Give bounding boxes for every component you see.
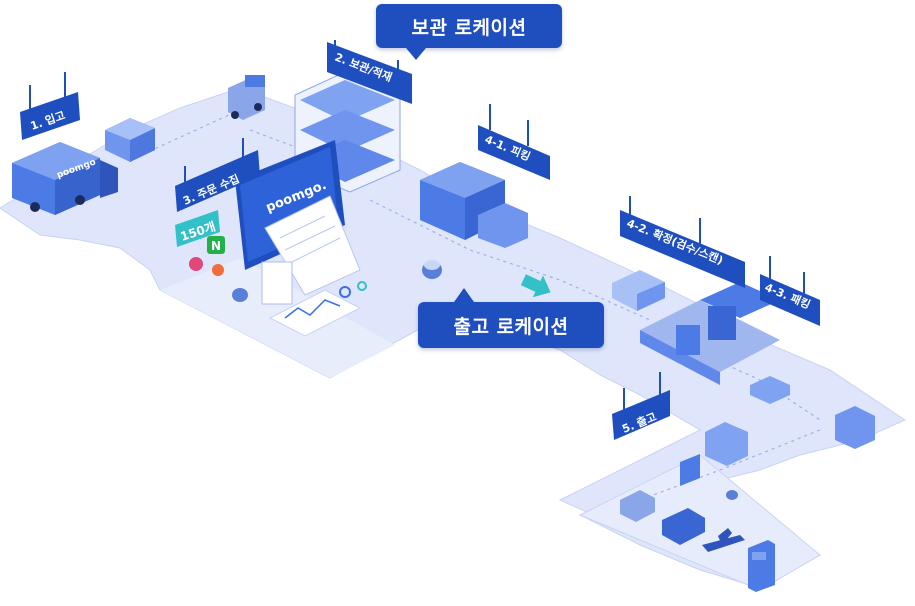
order-monitor: poomgo.	[235, 140, 361, 305]
inbound-sign: 1. 입고	[20, 72, 80, 140]
inbound-truck: poomgo	[12, 142, 118, 215]
storage-location-text: 보관 로케이션	[411, 16, 527, 39]
channel-badge: N	[211, 239, 221, 253]
robot-icon	[232, 260, 442, 302]
forklift-icon	[228, 75, 265, 120]
shipping-boxes	[680, 422, 748, 486]
callout-tail	[406, 48, 426, 60]
truck-icon	[620, 490, 705, 545]
picking-sign: 4-1. 피킹	[478, 104, 550, 180]
outbound-location-callout: 출고 로케이션	[418, 288, 604, 348]
packing-sign: 4-3. 패킹	[760, 256, 820, 326]
robot-icon	[726, 490, 738, 500]
callout-tail	[454, 288, 474, 302]
confirm-boxes	[612, 270, 665, 311]
order-channels: 150개 N	[175, 210, 225, 276]
outbound-location-text: 출고 로케이션	[453, 315, 569, 338]
inbound-pallet	[105, 118, 155, 162]
analytics-panel	[268, 281, 367, 337]
arrow-icon	[520, 274, 551, 298]
airplane-icon	[702, 528, 745, 552]
packing-boxes	[750, 376, 875, 449]
parcel-locker	[748, 540, 775, 592]
picking-shelves	[420, 162, 528, 248]
storage-location-callout: 보관 로케이션	[376, 4, 562, 60]
